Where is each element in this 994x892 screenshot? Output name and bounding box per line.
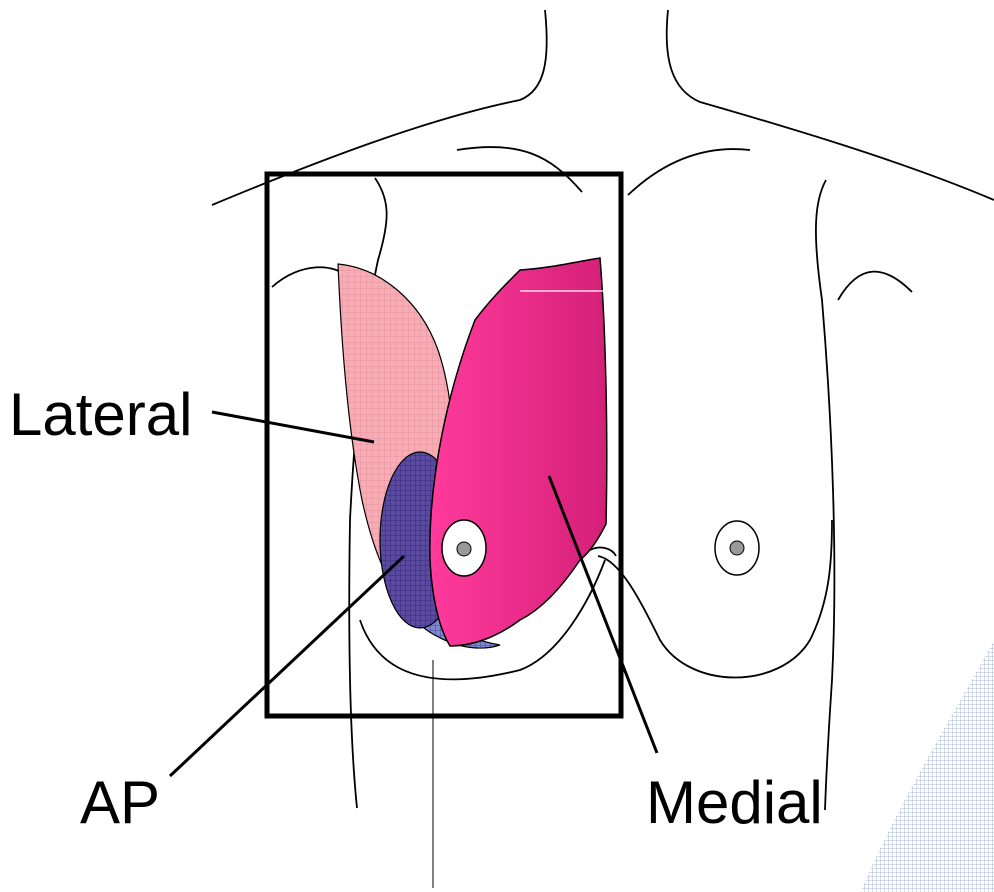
label-medial: Medial: [646, 769, 823, 836]
label-lateral: Lateral: [9, 381, 192, 448]
medial-field: [430, 258, 607, 646]
label-ap: AP: [80, 769, 160, 836]
left-nipple: [442, 520, 486, 576]
ap-leader: [170, 556, 404, 776]
right-nipple: [715, 521, 759, 575]
corner-decoration: [860, 640, 994, 892]
